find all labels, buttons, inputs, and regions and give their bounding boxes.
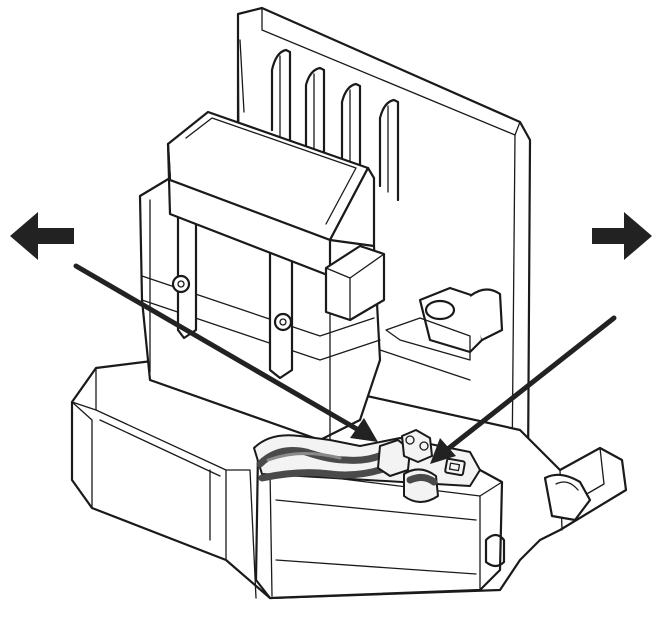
top-cover: [166, 110, 386, 322]
pointer-right: [430, 315, 617, 464]
pointer-left: [73, 263, 378, 442]
panel-slots: [239, 39, 400, 202]
right-latch: [379, 286, 504, 381]
cable-channel: [253, 429, 481, 503]
right-arrow: [592, 212, 652, 260]
left-arrow: [10, 212, 74, 260]
